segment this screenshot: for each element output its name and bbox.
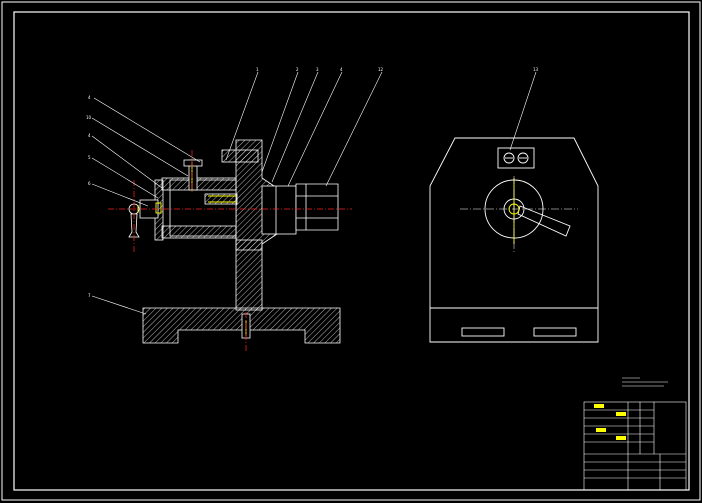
bore-sleeve-top bbox=[161, 177, 237, 191]
right-cylinder bbox=[261, 185, 297, 235]
bore-sleeve-bottom bbox=[161, 225, 237, 239]
callout-label: 10 bbox=[86, 115, 92, 120]
side-centerlines bbox=[460, 176, 578, 252]
callout-label: 7 bbox=[88, 293, 91, 298]
side-body-outline bbox=[429, 137, 599, 343]
support-column bbox=[235, 239, 263, 311]
callout-label: 5 bbox=[88, 155, 91, 160]
callout-label: 4 bbox=[88, 133, 91, 138]
callout-label: 4 bbox=[340, 67, 343, 72]
inner-border bbox=[13, 11, 690, 491]
base-plate bbox=[142, 307, 341, 344]
callout-label: 12 bbox=[378, 67, 384, 72]
callout-label: 13 bbox=[533, 67, 539, 72]
callout-label: 3 bbox=[316, 67, 319, 72]
front-section-view bbox=[128, 139, 341, 344]
callout-label: 1 bbox=[256, 67, 259, 72]
front-callout-numbers: 1 2 3 4 12 4 10 4 5 6 7 bbox=[86, 67, 384, 298]
front-centerlines bbox=[108, 150, 352, 352]
notes-block bbox=[622, 377, 668, 387]
callout-label: 2 bbox=[296, 67, 299, 72]
top-bracket bbox=[221, 149, 259, 163]
callout-label: 6 bbox=[88, 181, 91, 186]
title-block bbox=[583, 401, 687, 491]
hex-nut bbox=[295, 183, 339, 231]
front-leaders bbox=[91, 71, 383, 315]
slot-insert bbox=[204, 193, 238, 205]
callout-label: 4 bbox=[88, 95, 91, 100]
side-terminal-box bbox=[497, 147, 535, 169]
side-handle bbox=[517, 205, 571, 237]
